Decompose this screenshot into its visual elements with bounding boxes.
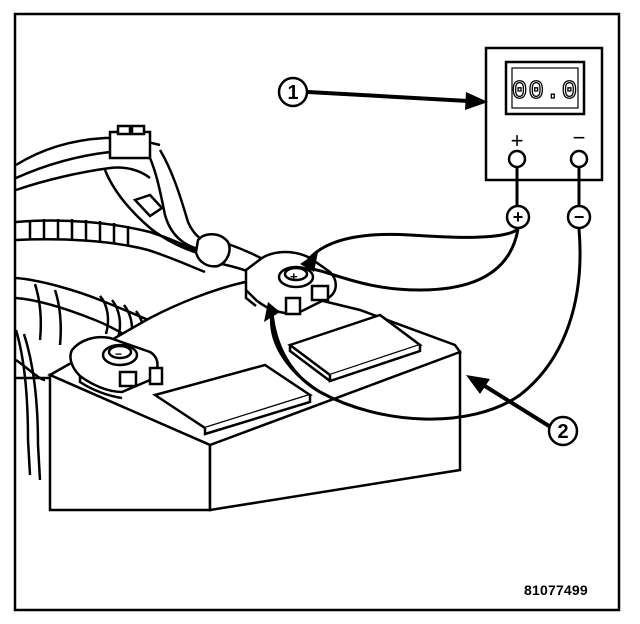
negative-lead-arrowhead [264, 302, 280, 322]
voltmeter-plus-label: + [511, 128, 524, 153]
voltmeter-plus-jack [507, 149, 527, 169]
terminal-minus-mark: − [115, 347, 122, 361]
callout-1-number: 1 [287, 82, 298, 104]
positive-lead-arrowhead [300, 252, 318, 272]
positive-lead-to-clamp [306, 227, 519, 261]
positive-lead-wire [304, 228, 520, 292]
wiring-harness [14, 124, 276, 481]
probe-minus-symbol: − [574, 207, 585, 227]
voltmeter: 00.0 + − [484, 46, 604, 182]
test-leads [269, 167, 582, 421]
voltmeter-minus-label: − [573, 125, 586, 150]
voltmeter-minus-jack [569, 149, 589, 169]
terminal-plus-mark: + [290, 269, 298, 284]
battery [47, 280, 462, 512]
negative-terminal [69, 335, 164, 400]
voltmeter-reading: 00.0 [512, 76, 578, 106]
probe-minus [566, 204, 592, 230]
probe-plus-symbol: + [513, 207, 524, 227]
battery-side [208, 350, 462, 512]
voltmeter-screen [504, 60, 586, 116]
diagram-border [13, 12, 621, 612]
figure-id-label: 81077499 [524, 582, 588, 598]
probe-plus [505, 204, 531, 230]
callout-1 [277, 76, 488, 110]
callout-2-number: 2 [557, 421, 568, 443]
callout-2 [466, 375, 579, 447]
